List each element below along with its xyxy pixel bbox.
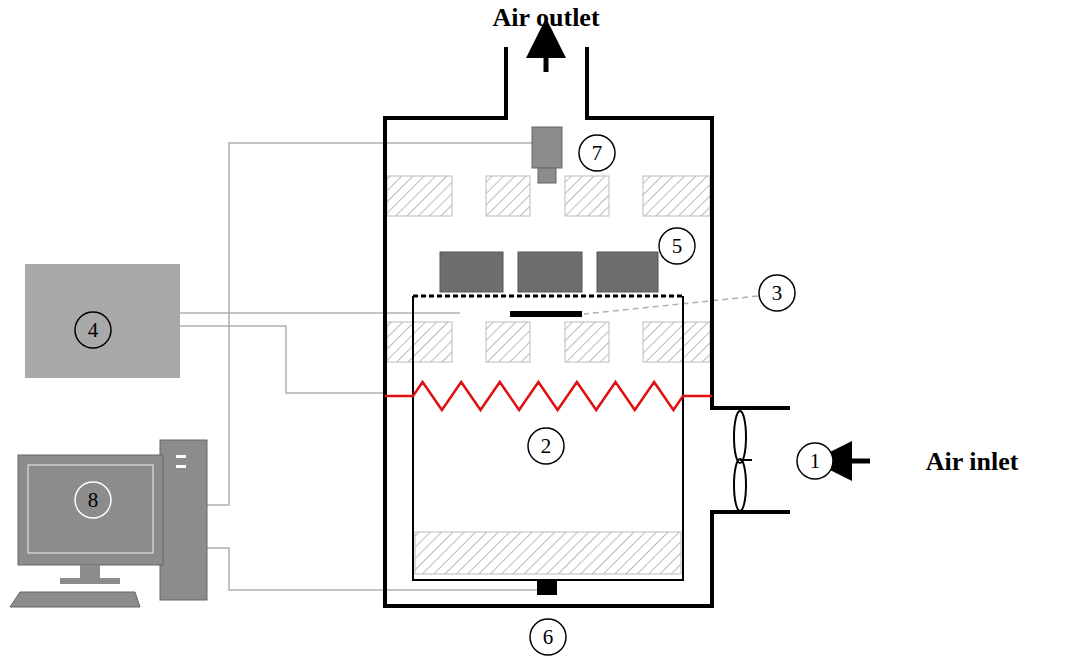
callout-number: 4 xyxy=(88,320,99,341)
air-outlet-label: Air outlet xyxy=(492,5,599,31)
callout-number: 1 xyxy=(810,451,821,472)
mesh-tray xyxy=(413,295,683,298)
camera xyxy=(532,127,562,168)
inner-chamber xyxy=(413,296,683,580)
heating-lamps xyxy=(440,252,658,292)
outer-chamber xyxy=(385,47,790,606)
callout-circles xyxy=(75,135,833,655)
controller-box xyxy=(25,264,180,378)
air-inlet-label: Air inlet xyxy=(926,449,1019,475)
sensor-bar xyxy=(510,311,582,317)
callout-number: 3 xyxy=(772,283,783,304)
outlet-arrow xyxy=(544,38,549,72)
callout-number: 7 xyxy=(592,143,603,164)
callout-number: 8 xyxy=(88,490,99,511)
computer xyxy=(10,440,207,607)
leader-line xyxy=(584,296,758,314)
signal-wires xyxy=(180,143,537,590)
fan xyxy=(734,411,752,511)
callout-number: 2 xyxy=(541,436,552,457)
callout-number: 6 xyxy=(543,627,554,648)
callout-number: 5 xyxy=(672,236,683,257)
camera-lens xyxy=(538,168,556,183)
heater-coil xyxy=(385,382,712,410)
load-cell xyxy=(537,580,557,595)
hatched-insulation xyxy=(387,176,710,574)
inlet-arrow xyxy=(832,459,870,464)
